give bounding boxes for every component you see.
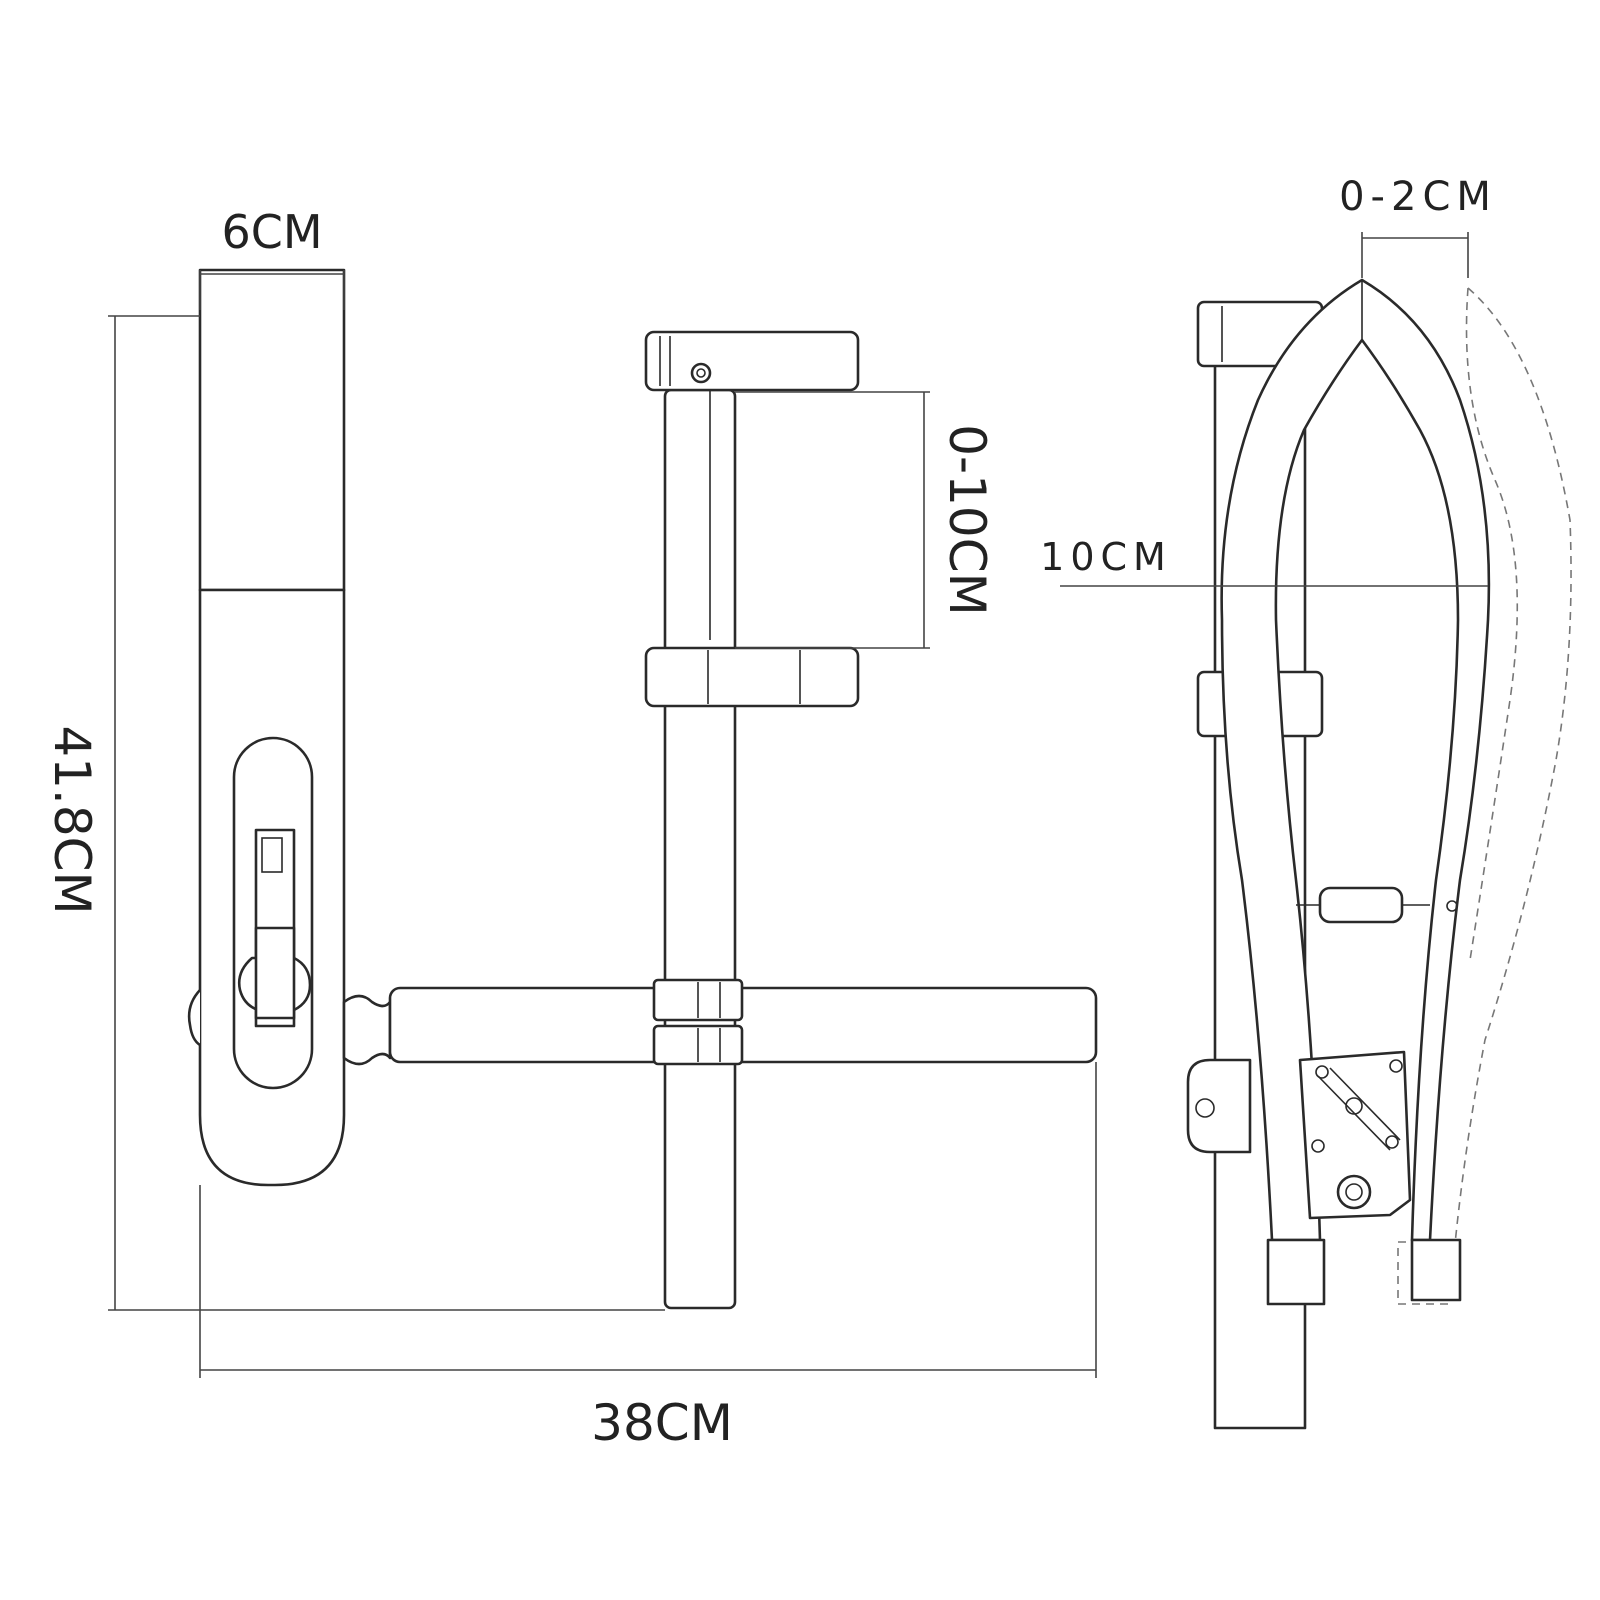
u-arm-foot-right <box>1410 1238 1462 1302</box>
mount-plate <box>1186 1058 1252 1154</box>
clamp-view <box>644 330 860 1310</box>
lock-box <box>1298 1050 1412 1220</box>
dim-side-width: 10CM <box>1040 535 1172 579</box>
side-knob <box>187 989 201 1047</box>
arm-neck <box>342 994 392 1066</box>
latch-tab <box>261 837 283 873</box>
lock-plate-line <box>1317 1075 1391 1151</box>
top-jaw <box>644 330 860 392</box>
lock-keyhole <box>1336 1174 1372 1210</box>
vertical-bar <box>663 388 737 1310</box>
front-view <box>187 268 1098 1187</box>
u-arm-foot-left <box>1266 1238 1326 1306</box>
front-dimensions: 6CM 41.8CM 38CM 0-10CM <box>43 205 1097 1452</box>
mount-hole <box>1195 1098 1215 1118</box>
dim-width-total: 38CM <box>591 1394 733 1452</box>
dim-height-total: 41.8CM <box>43 725 101 914</box>
side-view <box>1186 278 1572 1430</box>
offset-outline-inner <box>1465 287 1519 961</box>
cross-pin <box>1318 886 1404 924</box>
dim-side-offset: 0-2CM <box>1339 174 1497 220</box>
top-jaw-screw-core <box>696 368 706 378</box>
top-jaw-screw <box>690 362 712 384</box>
offset-outline <box>1449 287 1572 1301</box>
cylinder-core <box>254 926 296 1020</box>
handle-top-block <box>198 268 346 592</box>
dim-width-top: 6CM <box>221 205 322 259</box>
dim-clamp-opening: 0-10CM <box>938 424 996 616</box>
sliding-jaw <box>644 646 860 708</box>
side-dimensions: 0-2CM 10CM <box>1040 174 1497 587</box>
